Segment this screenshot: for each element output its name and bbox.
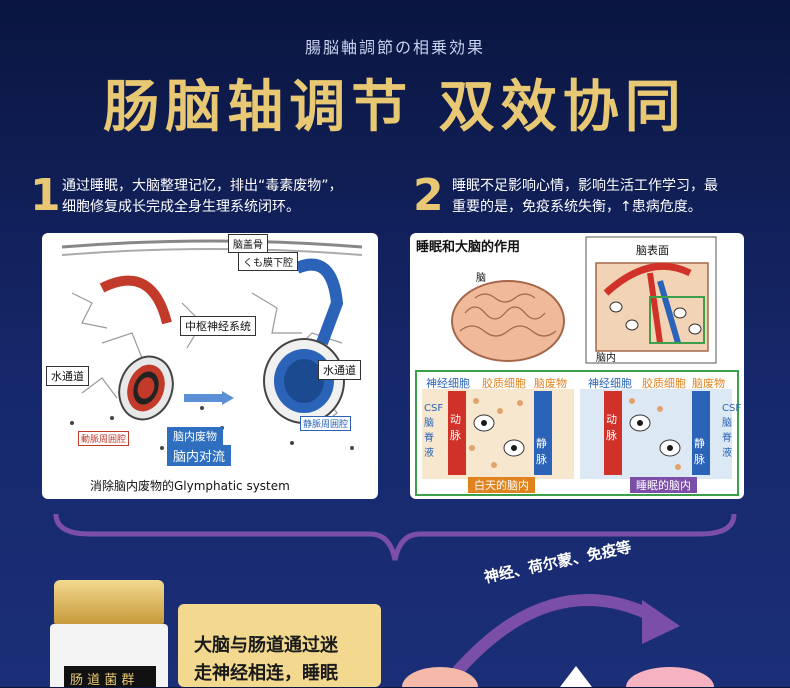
point-number-2: 2	[413, 170, 444, 221]
label-artery-sleep: 动脉	[606, 413, 617, 442]
point-text-1-line1: 通过睡眠，大脑整理记忆，排出“毒素废物”，	[62, 178, 343, 194]
label-brain-surface: 脑表面	[636, 244, 669, 257]
bracket-connector	[53, 513, 737, 561]
bottle-label-text: 肠 道 菌 群	[70, 673, 135, 688]
label-vein-sleep: 静脉	[694, 437, 705, 466]
label-vein-day: 静脉	[536, 437, 547, 466]
label-brain: 脑	[476, 273, 486, 284]
point-text-2: 睡眠不足影响心情，影响生活工作学习，最 重要的是，免疫系统失衡，↑患病危度。	[452, 176, 718, 218]
label-subarachnoid: くも膜下腔	[238, 252, 298, 271]
label-waste-day: 脑废物	[534, 377, 567, 390]
label-artery-day: 动脉	[450, 413, 461, 442]
label-cns: 中枢神经系统	[180, 316, 256, 336]
label-brain-convection: 脑内对流	[167, 445, 232, 466]
point-text-2-line1: 睡眠不足影响心情，影响生活工作学习，最	[452, 178, 718, 194]
bottle-label: 肠 道 菌 群	[64, 666, 156, 688]
label-neuron-day: 神经细胞	[426, 377, 470, 390]
point-text-1: 通过睡眠，大脑整理记忆，排出“毒素废物”， 细胞修复成长完成全身生理系统闭环。	[62, 176, 343, 218]
gut-brain-arc	[402, 594, 714, 687]
product-bottle: 肠 道 菌 群	[50, 580, 168, 688]
label-brain-waste: 脑内废物	[167, 427, 223, 445]
point-number-1: 1	[30, 170, 61, 221]
glymphatic-caption: 消除脑内废物的Glymphatic system	[90, 479, 290, 493]
gut-brain-note-line2: 走神经相连，睡眠	[194, 663, 338, 684]
label-venous-space: 静脈周囲腔	[300, 416, 352, 431]
sleep-brain-panel: 睡眠和大脑的作用	[410, 233, 744, 499]
gut-brain-note-box	[178, 604, 381, 687]
gut-brain-note: 大脑与肠道通过迷 走神经相连，睡眠	[194, 632, 338, 688]
label-water-channel-right: 水通道	[318, 360, 361, 380]
point-text-1-line2: 细胞修复成长完成全身生理系统闭环。	[62, 199, 300, 215]
bottle-cap	[54, 580, 164, 624]
label-csf-day: CSF脑脊液	[424, 403, 444, 459]
label-arterial-space: 動脈周囲腔	[78, 431, 130, 446]
sleep-brain-title: 睡眠和大脑的作用	[416, 240, 521, 255]
glymphatic-panel: 脑盖骨 くも膜下腔 中枢神经系统 水通道 水通道 動脈周囲腔 静脈周囲腔 脑内废…	[42, 233, 378, 499]
label-neuron-sleep: 神经细胞	[588, 377, 632, 390]
section-subtitle: 腸脳軸調節の相乗効果	[304, 38, 485, 57]
caption-sleeping-brain: 睡眠的脑内	[630, 477, 697, 493]
sleep-brain-illustration	[415, 236, 739, 496]
label-waste-sleep: 脑废物	[692, 377, 725, 390]
label-csf-sleep: CSF脑脊液	[722, 403, 742, 459]
point-text-2-line2: 重要的是，免疫系统失衡，↑患病危度。	[452, 199, 702, 215]
label-glia-sleep: 胶质细胞	[642, 377, 686, 390]
label-brain-inside: 脑内	[596, 353, 616, 364]
label-skull: 脑盖骨	[228, 234, 268, 253]
label-glia-day: 胶质细胞	[482, 377, 526, 390]
gut-brain-note-line1: 大脑与肠道通过迷	[194, 635, 338, 656]
section-title: 肠脑轴调节 双效协同	[103, 75, 687, 140]
label-water-channel-left: 水通道	[46, 366, 89, 386]
caption-daytime-brain: 白天的脑内	[468, 477, 535, 493]
